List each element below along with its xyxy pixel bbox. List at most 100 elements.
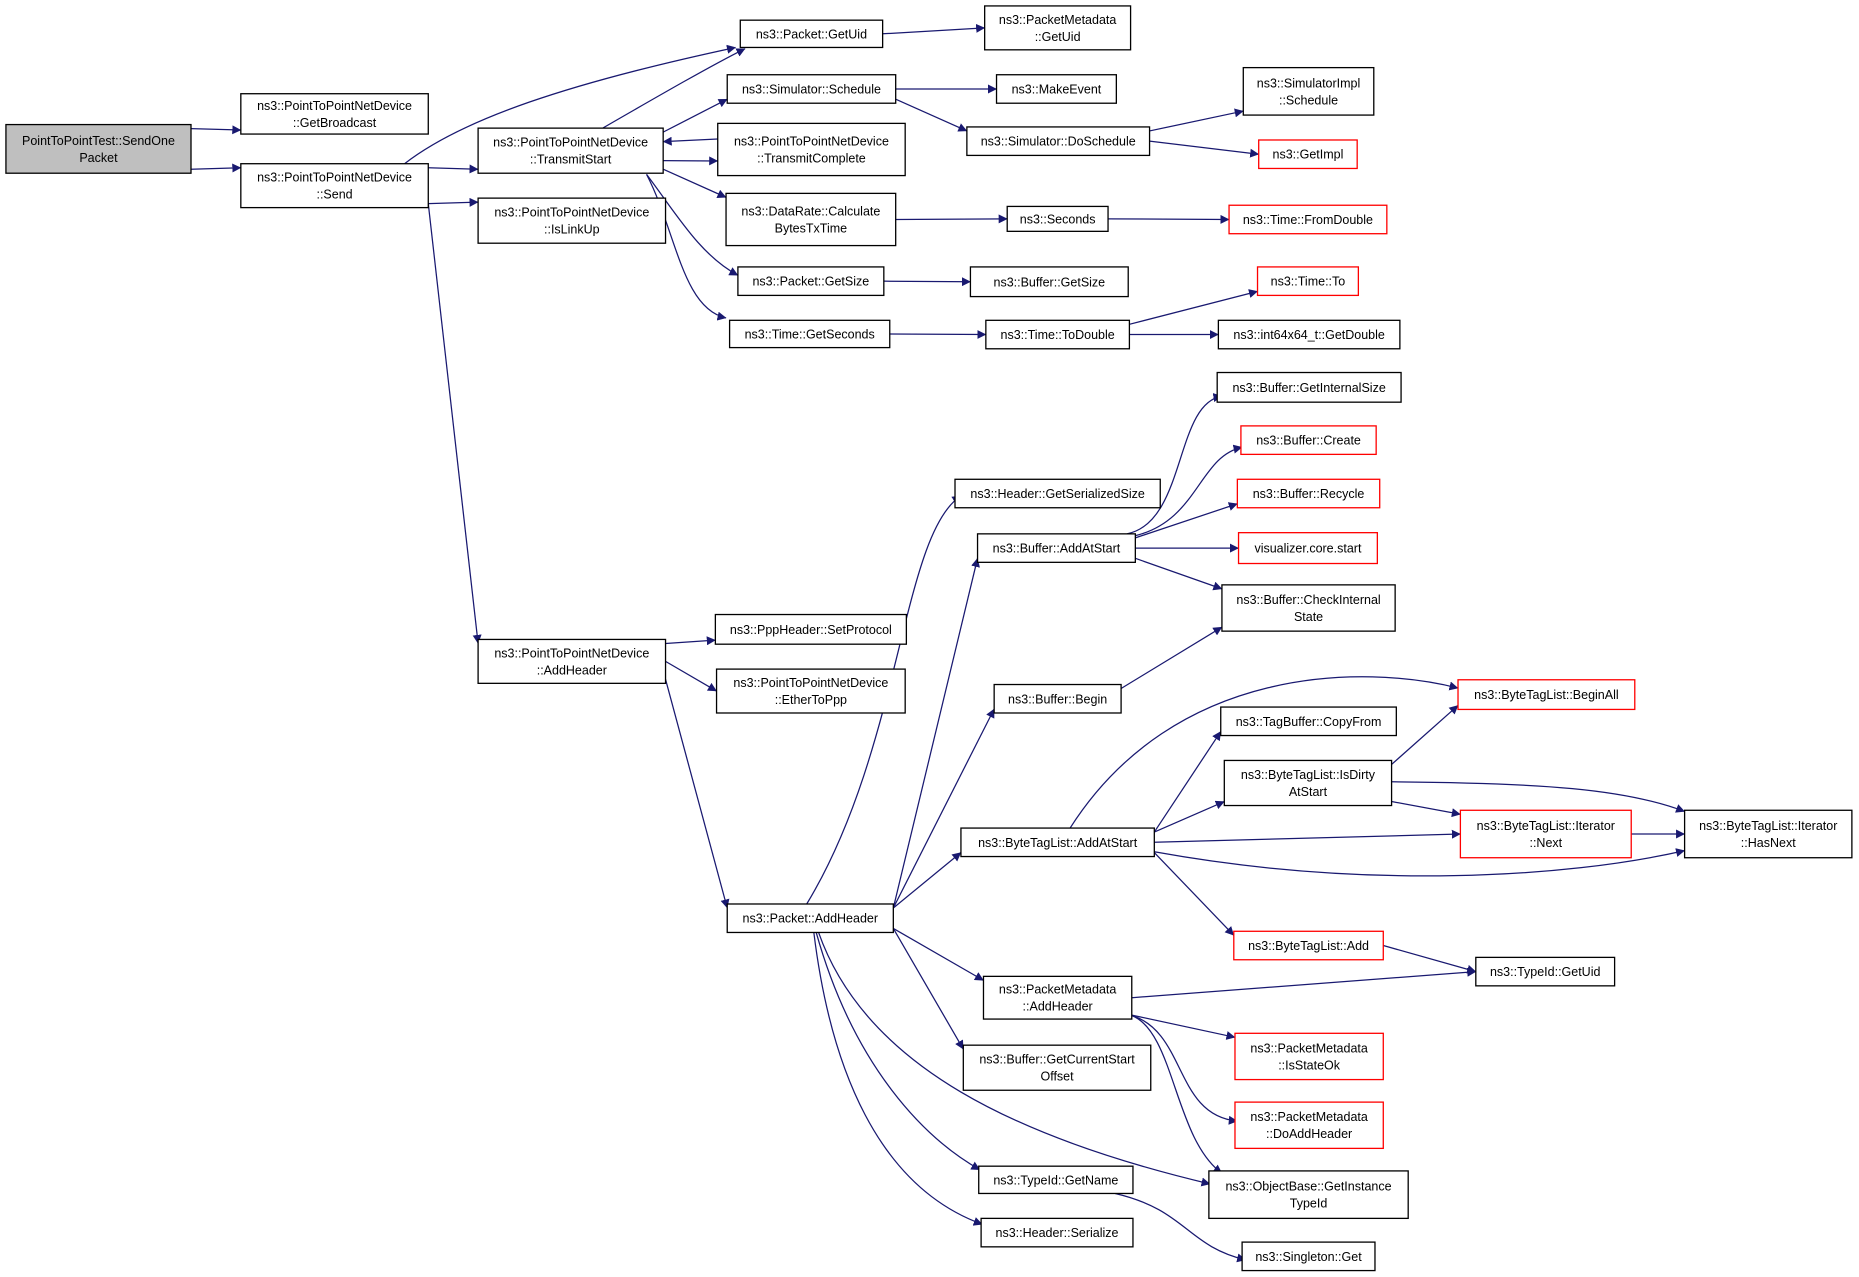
- node-hgss[interactable]: ns3::Header::GetSerializedSize: [954, 478, 1161, 509]
- node-btlihn[interactable]: ns3::ByteTagList::Iterator::HasNext: [1683, 809, 1853, 859]
- edge-txs-to-tgsec: [646, 174, 727, 321]
- node-hser[interactable]: ns3::Header::Serialize: [980, 1217, 1134, 1248]
- node-box: [1216, 371, 1402, 403]
- edge-pah-to-tidgn: [815, 932, 981, 1171]
- node-tidguid[interactable]: ns3::TypeId::GetUid: [1475, 956, 1616, 987]
- node-label: ns3::PointToPointNetDevice: [733, 676, 888, 690]
- node-box: [1457, 679, 1636, 711]
- node-box: [717, 122, 906, 177]
- edge-pguid-to-pmguid: [882, 23, 986, 35]
- node-pah[interactable]: ns3::Packet::AddHeader: [726, 903, 894, 934]
- node-i64[interactable]: ns3::int64x64_t::GetDouble: [1217, 319, 1401, 350]
- node-label: ns3::Buffer::GetInternalSize: [1232, 381, 1385, 395]
- node-box: [984, 5, 1132, 51]
- edge-ttodbl-to-tto: [1129, 289, 1258, 325]
- node-sget[interactable]: ns3::Singleton::Get: [1241, 1241, 1376, 1272]
- node-p2pah[interactable]: ns3::PointToPointNetDevice::AddHeader: [477, 638, 667, 684]
- node-box: [1006, 205, 1109, 232]
- node-pmah[interactable]: ns3::PacketMetadata::AddHeader: [982, 975, 1133, 1020]
- edge-pah-to-obgit: [817, 932, 1211, 1187]
- edge-pah-to-hser: [813, 932, 983, 1226]
- node-txc[interactable]: ns3::PointToPointNetDevice::TransmitComp…: [717, 122, 906, 177]
- node-tidgn[interactable]: ns3::TypeId::GetName: [978, 1165, 1134, 1195]
- node-label: ::EtherToPpp: [775, 693, 847, 707]
- node-label: ::GetBroadcast: [293, 116, 377, 130]
- edge-btlaas-to-btlba: [1069, 676, 1459, 829]
- node-tbcf[interactable]: ns3::TagBuffer::CopyFrom: [1220, 706, 1397, 737]
- node-txs[interactable]: ns3::PointToPointNetDevice::TransmitStar…: [477, 127, 664, 174]
- node-box: [1233, 930, 1384, 961]
- node-label: ns3::int64x64_t::GetDouble: [1233, 328, 1385, 342]
- edge-txs-to-pguid: [602, 48, 746, 129]
- node-pmguid[interactable]: ns3::PacketMetadata::GetUid: [984, 5, 1132, 51]
- node-label: ns3::TypeId::GetUid: [1490, 965, 1601, 979]
- node-islink[interactable]: ns3::PointToPointNetDevice::IsLinkUp: [477, 197, 667, 244]
- node-btlaas[interactable]: ns3::ByteTagList::AddAtStart: [960, 827, 1155, 858]
- node-label: ns3::ByteTagList::Iterator: [1477, 819, 1615, 833]
- node-box: [477, 127, 664, 174]
- node-btlba[interactable]: ns3::ByteTagList::BeginAll: [1457, 679, 1636, 711]
- node-pmdah[interactable]: ns3::PacketMetadata::DoAddHeader: [1234, 1101, 1384, 1150]
- node-box: [728, 319, 891, 349]
- node-box: [240, 93, 429, 135]
- node-fromdbl[interactable]: ns3::Time::FromDouble: [1228, 204, 1388, 235]
- node-pgsize[interactable]: ns3::Packet::GetSize: [737, 266, 885, 297]
- node-tgsec[interactable]: ns3::Time::GetSeconds: [728, 319, 891, 349]
- edge-btlaas-to-btladd: [1153, 852, 1235, 936]
- node-gbc[interactable]: ns3::PointToPointNetDevice::GetBroadcast: [240, 93, 429, 135]
- node-box: [954, 478, 1161, 509]
- node-box: [739, 19, 884, 49]
- node-simimpl[interactable]: ns3::SimulatorImpl::Schedule: [1242, 66, 1375, 116]
- node-box: [1220, 706, 1397, 737]
- node-dosch[interactable]: ns3::Simulator::DoSchedule: [966, 126, 1151, 157]
- node-simsch[interactable]: ns3::Simulator::Schedule: [726, 74, 897, 104]
- node-label: ns3::ByteTagList::IsDirty: [1241, 768, 1376, 782]
- edge-txc-to-txs: [662, 136, 718, 146]
- node-bbegin[interactable]: ns3::Buffer::Begin: [993, 683, 1122, 714]
- node-btladd[interactable]: ns3::ByteTagList::Add: [1233, 930, 1384, 961]
- node-btlin[interactable]: ns3::ByteTagList::Iterator::Next: [1459, 809, 1632, 859]
- node-box: [1475, 956, 1616, 987]
- node-tto[interactable]: ns3::Time::To: [1256, 266, 1360, 297]
- node-box: [982, 975, 1133, 1020]
- node-bgsize[interactable]: ns3::Buffer::GetSize: [969, 266, 1129, 298]
- node-box: [726, 903, 894, 934]
- node-box: [240, 163, 429, 209]
- node-label: ns3::PointToPointNetDevice: [494, 206, 649, 220]
- node-pmiso[interactable]: ns3::PacketMetadata::IsStateOk: [1234, 1032, 1384, 1081]
- node-seconds[interactable]: ns3::Seconds: [1006, 205, 1109, 232]
- edge-baas-to-bcreate: [1132, 444, 1243, 537]
- node-vcs[interactable]: visualizer.core.start: [1237, 532, 1378, 565]
- node-label: ns3::Packet::GetUid: [756, 27, 867, 41]
- node-brec[interactable]: ns3::Buffer::Recycle: [1236, 478, 1381, 509]
- node-label: ::DoAddHeader: [1266, 1127, 1352, 1141]
- node-label: ns3::Simulator::DoSchedule: [981, 135, 1136, 149]
- node-pguid[interactable]: ns3::Packet::GetUid: [739, 19, 884, 49]
- edge-p2pah-to-pah: [664, 679, 730, 909]
- edge-btlaas-to-btlihn: [1154, 848, 1686, 877]
- node-box: [726, 74, 897, 104]
- node-label: visualizer.core.start: [1254, 542, 1362, 556]
- node-box: [1240, 425, 1377, 456]
- edge-pmah-to-pmdah: [1131, 1014, 1238, 1125]
- node-label: ::TransmitComplete: [757, 151, 866, 165]
- node-bcreate[interactable]: ns3::Buffer::Create: [1240, 425, 1377, 456]
- node-mkev[interactable]: ns3::MakeEvent: [995, 74, 1117, 104]
- node-e2p[interactable]: ns3::PointToPointNetDevice::EtherToPpp: [715, 668, 906, 714]
- edge-btlid-to-btlin: [1391, 800, 1461, 818]
- node-box: [725, 192, 897, 247]
- node-bgis[interactable]: ns3::Buffer::GetInternalSize: [1216, 371, 1402, 403]
- node-label: ::GetUid: [1035, 30, 1081, 44]
- node-getimpl[interactable]: ns3::GetImpl: [1258, 139, 1358, 170]
- node-baas[interactable]: ns3::Buffer::AddAtStart: [976, 533, 1136, 563]
- node-pppsp[interactable]: ns3::PppHeader::SetProtocol: [714, 613, 908, 645]
- node-ttodbl[interactable]: ns3::Time::ToDouble: [985, 319, 1131, 350]
- node-send[interactable]: ns3::PointToPointNetDevice::Send: [240, 163, 429, 209]
- node-label: ::HasNext: [1741, 836, 1796, 850]
